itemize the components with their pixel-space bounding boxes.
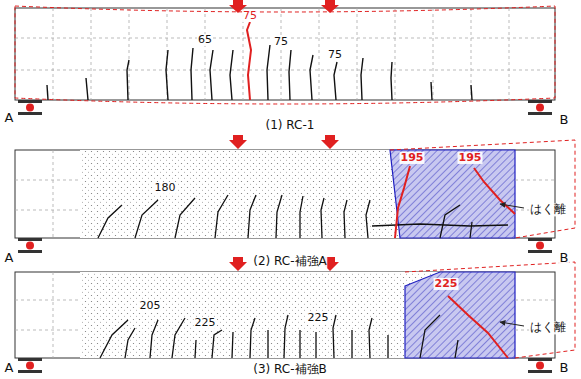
grid [15,150,555,238]
crack-load: 75 [327,49,343,61]
critical-crack [395,166,515,238]
support-label: A [4,251,15,265]
deformed-outline [15,6,555,104]
beam-rc1 [15,0,555,115]
crack-load: 75 [273,36,289,48]
beam-strengthened-b [15,257,575,373]
crack-load: 180 [154,182,177,194]
load-arrows [229,135,339,149]
beam-caption: (3) RC-補強B [252,363,328,376]
beam-caption: (2) RC-補強A [252,255,327,268]
critical-crack [247,22,251,100]
leader-line [500,204,524,208]
crack-load: 65 [197,34,213,46]
leader-line [500,322,524,326]
cracks [47,45,472,100]
supports [18,238,552,253]
crack-load: 205 [139,300,162,312]
debond-note: はく離 [529,321,567,334]
crack-load: 75 [242,10,258,22]
support-label: A [4,361,15,375]
cracks [100,315,458,358]
crack-load: 195 [400,152,425,164]
support-label: B [559,251,570,265]
debond-note: はく離 [529,203,567,216]
grid [15,8,555,100]
crack-load: 225 [307,312,330,324]
peeled-outline [390,140,575,238]
support-label: B [559,361,570,375]
beam-caption: (1) RC-1 [265,119,316,132]
critical-crack [448,296,508,358]
cracks [98,195,508,238]
crack-load: 225 [194,317,217,329]
crack-load: 195 [458,152,483,164]
support-label: A [4,111,15,125]
grid [15,272,555,358]
beam-strengthened-a [15,135,575,253]
supports [18,100,552,115]
peeled-outline [405,262,575,358]
support-label: B [559,113,570,127]
debonded-region [405,272,515,358]
crack-load: 225 [434,278,459,290]
